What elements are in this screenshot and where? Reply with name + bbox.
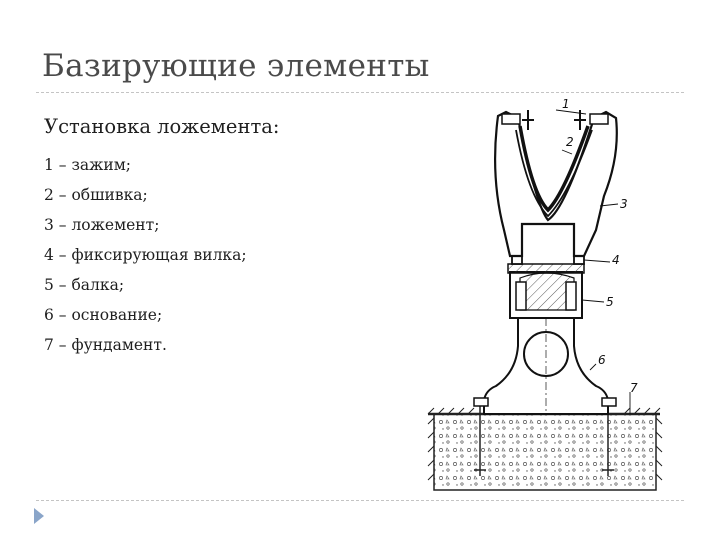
legend-item-base: 6 – основание; (44, 306, 163, 324)
base-pedestal (473, 317, 617, 415)
clamps (501, 110, 609, 130)
cradle (493, 110, 618, 258)
cradle-installation-drawing: 1 2 3 4 5 6 7 (427, 97, 663, 491)
callout-5: 5 (606, 295, 614, 309)
callout-6: 6 (598, 353, 606, 367)
parts-legend: 1 – зажим; 2 – обшивка; 3 – ложемент; 4 … (44, 150, 247, 360)
legend-item-foundation: 7 – фундамент. (44, 336, 167, 354)
legend-item-skin: 2 – обшивка; (44, 186, 148, 204)
beam (509, 271, 583, 319)
footer-divider (36, 500, 684, 501)
skin (518, 125, 590, 213)
callout-3: 3 (620, 197, 628, 211)
legend-item-fixing-fork: 4 – фиксирующая вилка; (44, 246, 247, 264)
legend-item-clamp: 1 – зажим; (44, 156, 132, 174)
slide-subtitle: Установка ложемента: (44, 115, 280, 138)
title-divider (36, 92, 684, 93)
legend-item-cradle: 3 – ложемент; (44, 216, 160, 234)
callouts: 1 2 3 4 5 6 7 (555, 97, 638, 414)
foundation (427, 400, 663, 491)
slide-nav-arrow-icon (34, 508, 44, 524)
callout-1: 1 (562, 97, 570, 111)
slide-title: Базирующие элементы (42, 48, 430, 84)
callout-4: 4 (612, 253, 620, 267)
callout-7: 7 (630, 381, 638, 395)
callout-2: 2 (566, 135, 574, 149)
legend-item-beam: 5 – балка; (44, 276, 125, 294)
